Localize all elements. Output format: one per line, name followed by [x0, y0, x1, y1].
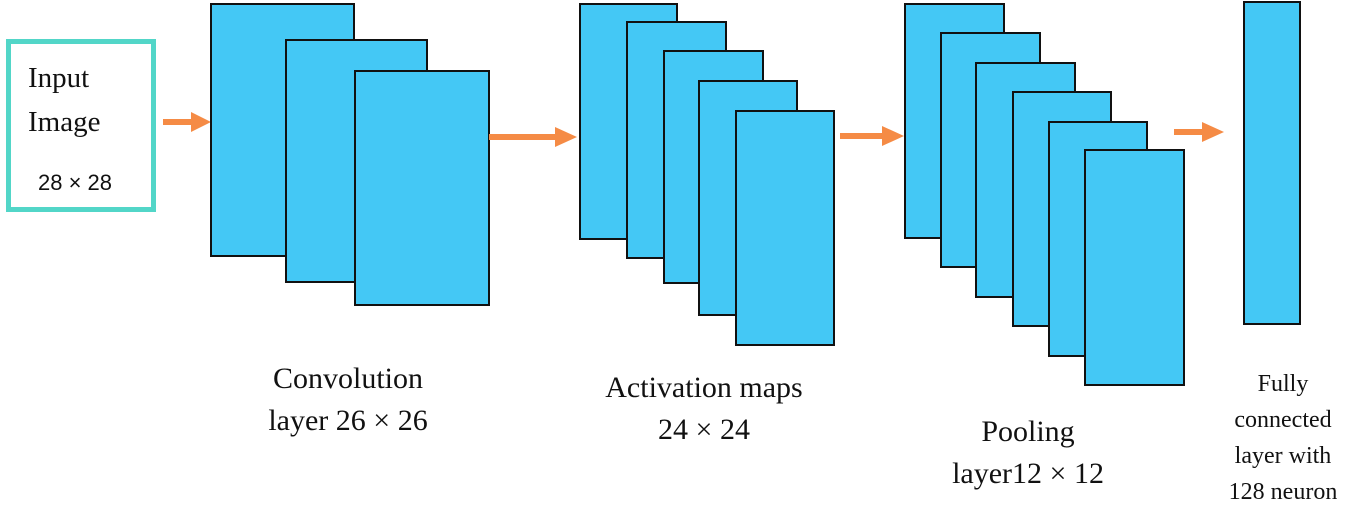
convolution-feature-map	[354, 70, 490, 306]
input-image-size: 28 × 28	[38, 170, 113, 195]
arrow-icon	[1174, 122, 1224, 142]
pooling-caption: Pooling layer12 × 12	[952, 415, 1104, 490]
input-image-label: Input Image	[28, 62, 101, 138]
arrow-icon	[489, 127, 577, 147]
input-image-box	[6, 39, 156, 212]
fully-connected-layer	[1243, 1, 1301, 325]
activation-feature-map	[735, 110, 835, 346]
fully-connected-caption: Fully connected layer with 128 neuron	[1228, 371, 1338, 505]
pooling-feature-map	[1084, 149, 1185, 386]
activation-caption: Activation maps 24 × 24	[605, 371, 803, 446]
arrow-icon	[163, 112, 211, 132]
convolution-caption: Convolution layer 26 × 26	[268, 362, 428, 437]
arrow-icon	[840, 126, 904, 146]
